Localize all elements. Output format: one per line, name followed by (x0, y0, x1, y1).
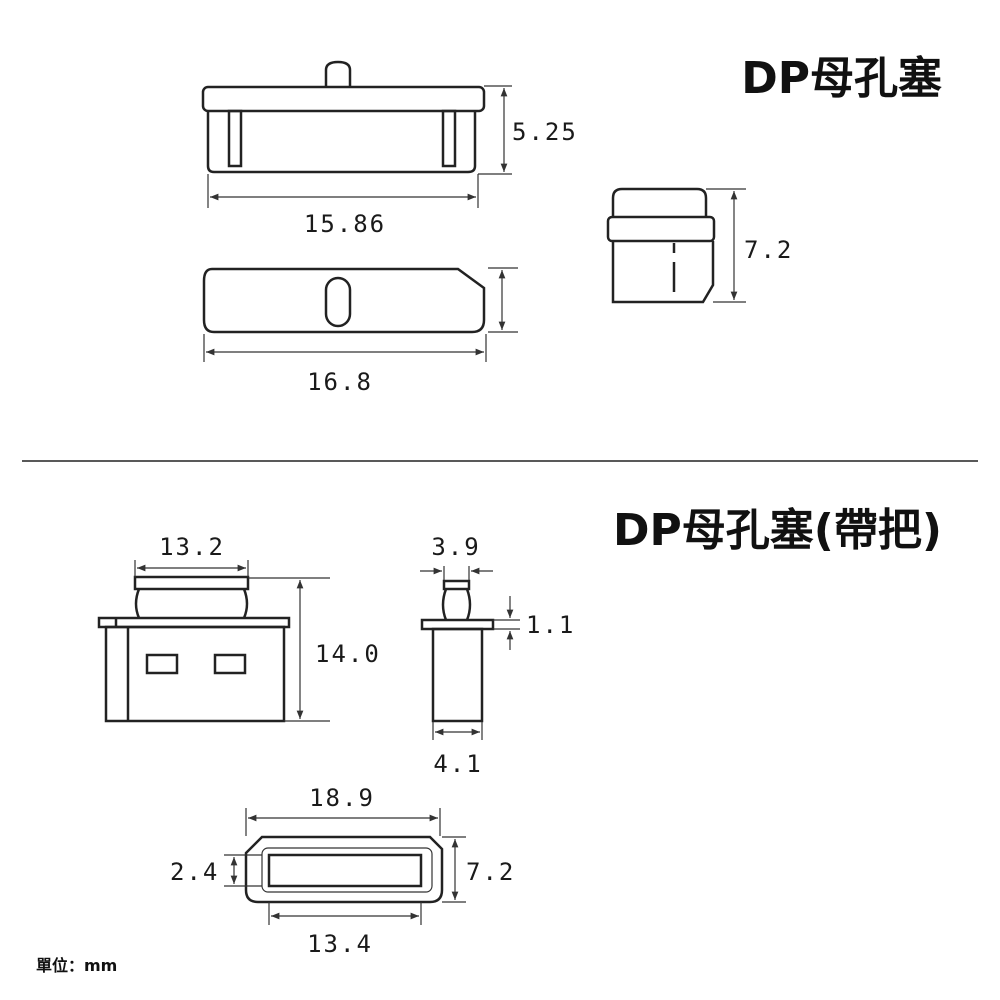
dim-flange-thickness: 1.1 (526, 611, 575, 639)
top-leg-right (441, 109, 457, 168)
dim-top-height: 5.25 (512, 118, 578, 146)
top-leg-left (227, 109, 243, 168)
top-front-view (201, 60, 486, 174)
top-cap (201, 85, 486, 113)
dim-outer-height: 7.2 (466, 858, 515, 886)
handle-neck (134, 588, 249, 619)
plan-outer (244, 835, 444, 904)
side-body (611, 241, 715, 304)
body (104, 625, 286, 723)
dim-top-plan-width: 16.8 (307, 368, 373, 396)
plan-inner-outline (261, 847, 433, 893)
bottom-plan-view (244, 835, 444, 904)
top-section-title: DP母孔塞 (741, 53, 942, 104)
dim-inner-height: 2.4 (170, 858, 219, 886)
side-top-cap (611, 187, 708, 217)
dim-side-body-width: 4.1 (433, 750, 482, 778)
top-plan-view (202, 267, 486, 334)
bottom-section-title: DP母孔塞(帶把) (613, 505, 942, 556)
top-side-view (606, 187, 716, 304)
handle-top (133, 575, 250, 591)
side-body-rect (431, 627, 484, 723)
dim-side-height: 7.2 (744, 236, 793, 264)
bottom-front-view (97, 575, 291, 723)
side-handle-top (442, 579, 471, 591)
side-flange (420, 618, 495, 631)
top-plan-slot (324, 276, 352, 328)
top-plan-outline (202, 267, 486, 334)
window-left (145, 653, 179, 675)
plan-opening (267, 853, 423, 888)
dim-top-width: 15.86 (304, 210, 386, 238)
top-pin (324, 60, 352, 87)
dim-total-height: 14.0 (315, 640, 381, 668)
window-right (213, 653, 247, 675)
dim-inner-width: 13.4 (307, 930, 373, 958)
top-body (206, 111, 477, 174)
dim-outer-width: 18.9 (309, 784, 375, 812)
flange (97, 616, 291, 629)
unit-label: 單位：mm (36, 956, 117, 975)
dim-handle-width: 13.2 (159, 533, 225, 561)
dim-side-top-width: 3.9 (431, 533, 480, 561)
bottom-side-view (420, 579, 495, 723)
side-handle-neck (441, 588, 472, 621)
side-band (606, 215, 716, 243)
